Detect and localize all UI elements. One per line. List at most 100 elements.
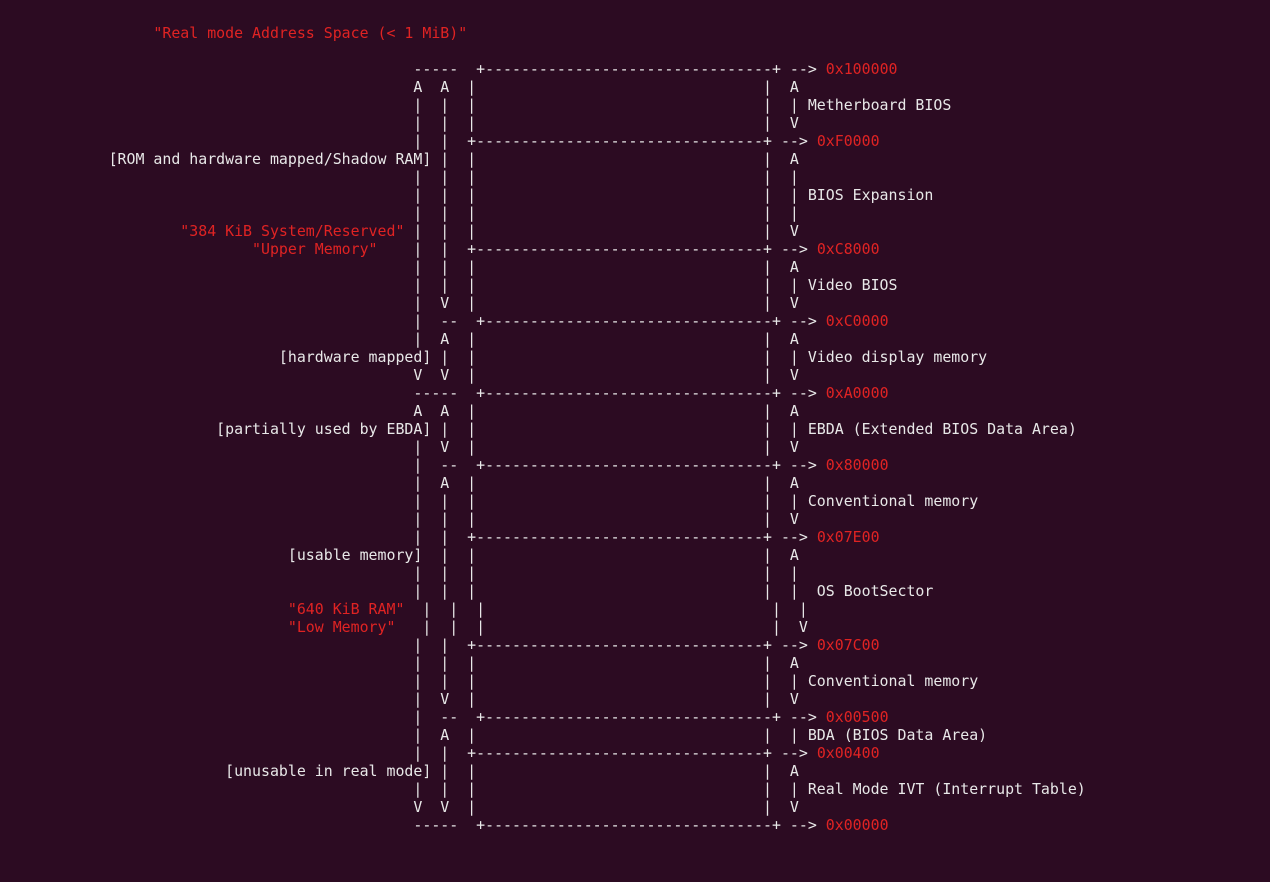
- diagram-line: ----- +--------------------------------+…: [1, 816, 1086, 834]
- diagram-text: | -- +--------------------------------+ …: [1, 312, 826, 330]
- diagram-line: | | +--------------------------------+ -…: [1, 636, 1086, 654]
- diagram-line: [hardware mapped] | | | | Video display …: [1, 348, 1086, 366]
- diagram-text: | | +--------------------------------+ -…: [1, 132, 817, 150]
- diagram-text: A A | | A: [1, 402, 799, 420]
- diagram-line: | -- +--------------------------------+ …: [1, 312, 1086, 330]
- diagram-text: [partially used by EBDA] | | | | EBDA (E…: [1, 420, 1077, 438]
- diagram-line: | | | | |: [1, 564, 1086, 582]
- highlight-text: "384 KiB System/Reserved": [1, 222, 405, 240]
- diagram-line: [unusable in real mode] | | | A: [1, 762, 1086, 780]
- highlight-text: 0xF0000: [816, 132, 880, 150]
- diagram-text: | | | | | Real Mode IVT (Interrupt Table…: [1, 780, 1086, 798]
- diagram-text: | | | | | Conventional memory: [1, 672, 979, 690]
- diagram-text: | | | | | Conventional memory: [1, 492, 979, 510]
- diagram-text: | | | | A: [1, 258, 799, 276]
- diagram-line: | | | | | BIOS Expansion: [1, 186, 1086, 204]
- highlight-text: 0x00500: [825, 708, 889, 726]
- diagram-line: A A | | A: [1, 78, 1086, 96]
- highlight-text: 0x07C00: [816, 636, 880, 654]
- diagram-text: ----- +--------------------------------+…: [1, 816, 826, 834]
- diagram-text: | | | | |: [404, 600, 808, 618]
- highlight-text: 0xC8000: [816, 240, 880, 258]
- diagram-line: | | | | | OS BootSector: [1, 582, 1086, 600]
- diagram-line: | | | | | Conventional memory: [1, 672, 1086, 690]
- diagram-text: | V | | V: [1, 690, 799, 708]
- diagram-text: | | | | | BIOS Expansion: [1, 186, 934, 204]
- diagram-text: | | | | | OS BootSector: [1, 582, 934, 600]
- diagram-text: A A | | A: [1, 78, 799, 96]
- highlight-text: "Upper Memory": [1, 240, 378, 258]
- diagram-text: | A | | A: [1, 330, 799, 348]
- diagram-line: "384 KiB System/Reserved" | | | | V: [1, 222, 1086, 240]
- highlight-text: "640 KiB RAM": [1, 600, 405, 618]
- highlight-text: 0xC0000: [825, 312, 889, 330]
- diagram-line: ----- +--------------------------------+…: [1, 384, 1086, 402]
- diagram-line: | | | | V: [1, 510, 1086, 528]
- diagram-text: [ROM and hardware mapped/Shadow RAM] | |…: [1, 150, 799, 168]
- diagram-line: [1, 42, 1086, 60]
- diagram-line: | | | | |: [1, 204, 1086, 222]
- diagram-line: "Low Memory" | | | | V: [1, 618, 1086, 636]
- diagram-text: | | | | |: [1, 204, 799, 222]
- diagram-line: | | | | | Video BIOS: [1, 276, 1086, 294]
- diagram-line: | | | | | Conventional memory: [1, 492, 1086, 510]
- diagram-line: | -- +--------------------------------+ …: [1, 708, 1086, 726]
- diagram-text: | | | | |: [1, 168, 799, 186]
- diagram-line: [usable memory] | | | A: [1, 546, 1086, 564]
- highlight-text: 0x00400: [816, 744, 880, 762]
- diagram-line: ----- +--------------------------------+…: [1, 60, 1086, 78]
- diagram-text: [hardware mapped] | | | | Video display …: [1, 348, 988, 366]
- diagram-text: [usable memory] | | | A: [1, 546, 799, 564]
- diagram-text: | | | | A: [1, 654, 799, 672]
- diagram-text: | A | | A: [1, 474, 799, 492]
- highlight-text: 0xA0000: [825, 384, 889, 402]
- highlight-text: 0x80000: [825, 456, 889, 474]
- diagram-line: | A | | | BDA (BIOS Data Area): [1, 726, 1086, 744]
- diagram-text: | A | | | BDA (BIOS Data Area): [1, 726, 988, 744]
- diagram-text: | | +--------------------------------+ -…: [1, 528, 817, 546]
- diagram-text: | | | | V: [1, 114, 799, 132]
- diagram-text: V V | | V: [1, 366, 799, 384]
- diagram-title-line: "Real mode Address Space (< 1 MiB)": [1, 24, 1086, 42]
- diagram-text: | -- +--------------------------------+ …: [1, 456, 826, 474]
- diagram-text: ----- +--------------------------------+…: [1, 384, 826, 402]
- diagram-line: | V | | V: [1, 438, 1086, 456]
- diagram-text: | | | | V: [1, 510, 799, 528]
- diagram-line: "640 KiB RAM" | | | | |: [1, 600, 1086, 618]
- diagram-line: | V | | V: [1, 294, 1086, 312]
- diagram-line: A A | | A: [1, 402, 1086, 420]
- diagram-line: | | | | A: [1, 654, 1086, 672]
- diagram-line: "Upper Memory" | | +--------------------…: [1, 240, 1086, 258]
- diagram-text: [unusable in real mode] | | | A: [1, 762, 799, 780]
- diagram-line: V V | | V: [1, 366, 1086, 384]
- highlight-text: 0x100000: [825, 60, 898, 78]
- diagram-text: | V | | V: [1, 294, 799, 312]
- diagram-line: | | | | V: [1, 114, 1086, 132]
- highlight-text: 0x07E00: [816, 528, 880, 546]
- diagram-line: | | | | A: [1, 258, 1086, 276]
- diagram-line: V V | | V: [1, 798, 1086, 816]
- diagram-text: | | +--------------------------------+ -…: [377, 240, 817, 258]
- diagram-line: | | | | | Real Mode IVT (Interrupt Table…: [1, 780, 1086, 798]
- diagram-text: | V | | V: [1, 438, 799, 456]
- diagram-text: | | +--------------------------------+ -…: [1, 744, 817, 762]
- diagram-line: | A | | A: [1, 474, 1086, 492]
- diagram-line: | | | | |: [1, 168, 1086, 186]
- diagram-text: | | | | | Video BIOS: [1, 276, 898, 294]
- diagram-text: | | +--------------------------------+ -…: [1, 636, 817, 654]
- diagram-line: | | +--------------------------------+ -…: [1, 132, 1086, 150]
- diagram-text: | | | | | Metherboard BIOS: [1, 96, 952, 114]
- diagram-text: | | | | |: [1, 564, 799, 582]
- diagram-line: | -- +--------------------------------+ …: [1, 456, 1086, 474]
- diagram-line: [partially used by EBDA] | | | | EBDA (E…: [1, 420, 1086, 438]
- diagram-text: | -- +--------------------------------+ …: [1, 708, 826, 726]
- diagram-line: [ROM and hardware mapped/Shadow RAM] | |…: [1, 150, 1086, 168]
- memory-map-diagram: "Real mode Address Space (< 1 MiB)" ----…: [1, 24, 1086, 834]
- diagram-text: | | | | V: [404, 222, 799, 240]
- diagram-text: V V | | V: [1, 798, 799, 816]
- diagram-line: | | +--------------------------------+ -…: [1, 744, 1086, 762]
- highlight-text: "Real mode Address Space (< 1 MiB)": [1, 24, 468, 42]
- diagram-line: | A | | A: [1, 330, 1086, 348]
- diagram-line: | V | | V: [1, 690, 1086, 708]
